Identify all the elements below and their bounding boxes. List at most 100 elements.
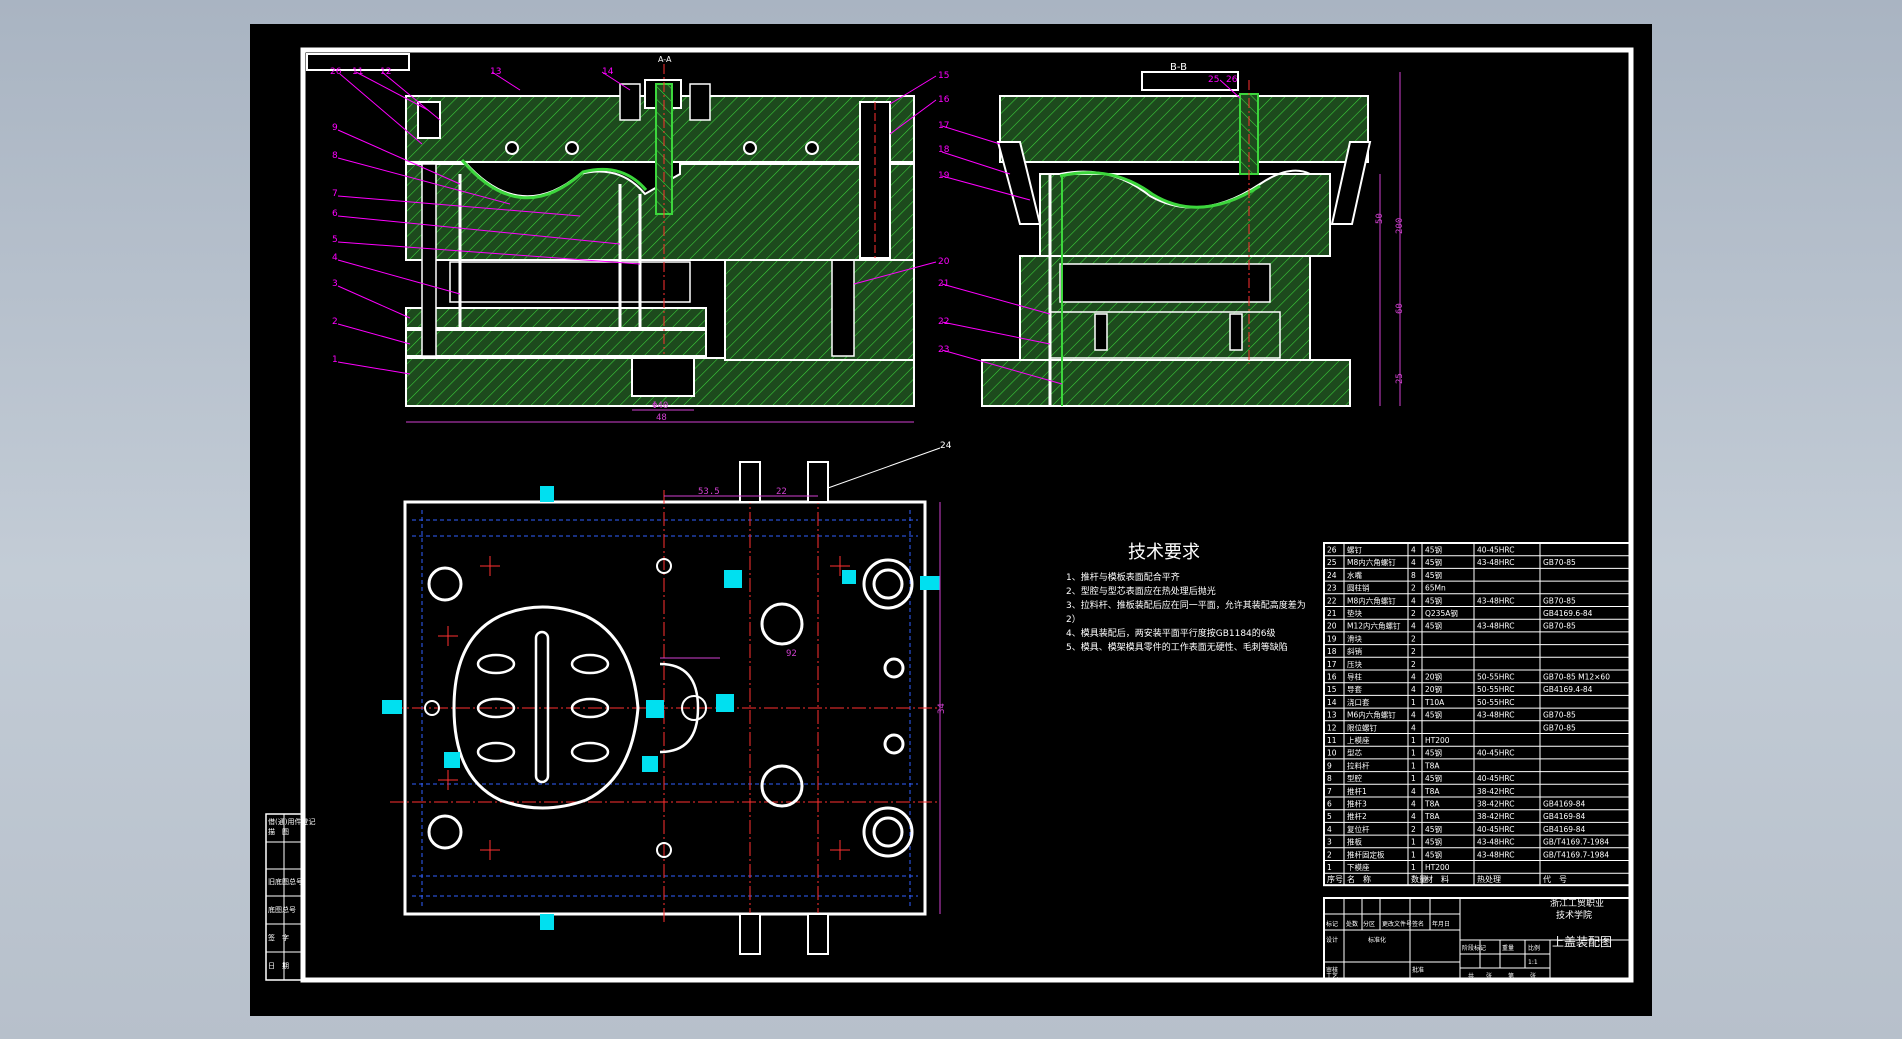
bom-cell: 12 bbox=[1327, 723, 1337, 732]
callout: 19 bbox=[938, 171, 950, 181]
bom-cell: GB/T4169.7-1984 bbox=[1543, 838, 1609, 847]
bom-cell: 16 bbox=[1327, 673, 1337, 682]
tb-label: 工艺 bbox=[1326, 972, 1338, 980]
tech-req-item: 2、型腔与型芯表面应在热处理后抛光 bbox=[1066, 585, 1216, 597]
bom-cell: GB70-85 M12×60 bbox=[1543, 673, 1610, 682]
bom-cell: 1 bbox=[1411, 736, 1416, 745]
dim-label: 48 bbox=[656, 413, 667, 423]
dim-label: 50 bbox=[1375, 213, 1385, 224]
bom-cell: 限位螺钉 bbox=[1347, 722, 1377, 732]
bom-cell: 4 bbox=[1411, 787, 1416, 796]
bom-cell: 45钢 bbox=[1425, 837, 1442, 847]
callout: 16 bbox=[938, 95, 950, 105]
strip-label: 签 字 bbox=[268, 933, 289, 942]
tb-label: 标准化 bbox=[1368, 936, 1386, 944]
bom-cell: 19 bbox=[1327, 634, 1337, 643]
dim-label: 34 bbox=[937, 703, 947, 714]
bom-cell: 推杆固定板 bbox=[1347, 849, 1385, 859]
bom-cell: 17 bbox=[1327, 660, 1337, 669]
bom-header-cell: 热处理 bbox=[1477, 874, 1501, 884]
bom-cell: 21 bbox=[1327, 609, 1337, 618]
bom-cell: Q235A钢 bbox=[1425, 608, 1458, 618]
callout: 6 bbox=[332, 209, 338, 219]
section-b-label: B-B bbox=[1170, 62, 1187, 73]
bom-cell: 4 bbox=[1411, 546, 1416, 555]
bom-cell: GB70-85 bbox=[1543, 558, 1576, 567]
bom-cell: 型芯 bbox=[1347, 748, 1363, 758]
tb-label: 比例 bbox=[1528, 944, 1540, 952]
bom-cell: 斜销 bbox=[1347, 646, 1363, 656]
bom-cell: 浇口套 bbox=[1347, 697, 1370, 707]
bom-cell: GB4169.4-84 bbox=[1543, 685, 1593, 694]
bom-frame bbox=[1323, 542, 1632, 887]
bom-cell: 45钢 bbox=[1425, 595, 1442, 605]
tb-label: 分区 bbox=[1363, 920, 1375, 928]
bom-header-cell: 数量 bbox=[1411, 874, 1427, 884]
bom-cell: 4 bbox=[1411, 812, 1416, 821]
callout: 26 bbox=[330, 67, 342, 77]
bom-cell: 45钢 bbox=[1425, 557, 1442, 567]
tech-req-item: 1、推杆与模板表面配合平齐 bbox=[1066, 571, 1180, 583]
left-registration-strip: 借(通)用件登记 描 图 旧底图总号 底图总号 签 字 日 期 bbox=[265, 813, 315, 981]
bom-cell: 3 bbox=[1327, 838, 1332, 847]
bom-cell: 推杆2 bbox=[1347, 811, 1367, 821]
bom-cell: 38-42HRC bbox=[1477, 800, 1515, 809]
bom-cell: 20钢 bbox=[1425, 684, 1442, 694]
bom-cell: M8内六角螺钉 bbox=[1347, 557, 1396, 567]
bom-cell: 1 bbox=[1411, 838, 1416, 847]
bom-cell: 上模座 bbox=[1347, 735, 1370, 745]
part-numbers-b-b: 17 18 19 21 22 23 25 26 bbox=[938, 75, 1238, 355]
tech-req-item: 2） bbox=[1066, 614, 1081, 625]
tb-label: 重量 bbox=[1502, 944, 1514, 952]
bom-cell: 压块 bbox=[1347, 659, 1363, 669]
strip-label: 日 期 bbox=[268, 962, 289, 970]
bom-cell: 50-55HRC bbox=[1477, 685, 1515, 694]
callout: 15 bbox=[938, 71, 949, 81]
dim-label: 25 bbox=[1395, 373, 1405, 384]
bom-cell: 拉料杆 bbox=[1347, 760, 1370, 770]
bom-cell: 40-45HRC bbox=[1477, 774, 1515, 783]
callout: 18 bbox=[938, 145, 950, 155]
dim-label: 22 bbox=[776, 487, 787, 497]
callout: 11 bbox=[352, 67, 363, 77]
bom-cell: GB4169-84 bbox=[1543, 812, 1586, 821]
bom-cell: 40-45HRC bbox=[1477, 749, 1515, 758]
bom-cell: T8A bbox=[1424, 787, 1440, 796]
part-numbers-a-a: 26 11 12 13 14 9 8 7 6 5 4 3 2 1 15 16 2… bbox=[330, 67, 950, 365]
dim-label: 200 bbox=[1395, 218, 1405, 234]
tb-label: 审核 bbox=[1326, 966, 1338, 974]
bom-header-cell: 材 料 bbox=[1425, 874, 1449, 884]
strip-label: 借(通)用件登记 bbox=[268, 817, 315, 826]
bom-cell: 22 bbox=[1327, 596, 1337, 605]
bom-cell: 38-42HRC bbox=[1477, 787, 1515, 796]
bom-cell: 下模座 bbox=[1347, 862, 1370, 872]
tb-label: 张 bbox=[1530, 972, 1536, 980]
dim-label: 92 bbox=[786, 649, 797, 659]
plan-view: 53.5 22 92 34 24 bbox=[382, 441, 952, 955]
bom-cell: 45钢 bbox=[1425, 621, 1442, 631]
bom-cell: 1 bbox=[1411, 698, 1416, 707]
tb-label: 处数 bbox=[1346, 920, 1358, 928]
callout: 13 bbox=[490, 67, 501, 77]
callout: 12 bbox=[380, 67, 391, 77]
bom-cell: 1 bbox=[1411, 749, 1416, 758]
bom-cell: 4 bbox=[1411, 622, 1416, 631]
bom-cell: 圆柱销 bbox=[1347, 583, 1370, 593]
bom-cell: T8A bbox=[1424, 812, 1440, 821]
bom-cell: 4 bbox=[1411, 711, 1416, 720]
bom-cell: 14 bbox=[1327, 698, 1337, 707]
bom-cell: 2 bbox=[1411, 609, 1416, 618]
drawing-sheet: 借(通)用件登记 描 图 旧底图总号 底图总号 签 字 日 期 A-A bbox=[250, 24, 1652, 1016]
bom-cell: 4 bbox=[1411, 558, 1416, 567]
tb-label: 更改文件号 bbox=[1382, 920, 1412, 928]
callout: 2 bbox=[332, 317, 338, 327]
school-name-2: 技术学院 bbox=[1556, 909, 1592, 921]
bom-cell: 导套 bbox=[1347, 684, 1363, 694]
bom-cell: 4 bbox=[1411, 723, 1416, 732]
callout: 20 bbox=[938, 257, 950, 267]
bom-cell: 45钢 bbox=[1425, 773, 1442, 783]
tb-label: 签名 bbox=[1412, 920, 1424, 928]
callout: 14 bbox=[602, 67, 614, 77]
bom-cell: GB4169.6-84 bbox=[1543, 609, 1593, 618]
bom-cell: 2 bbox=[1411, 634, 1416, 643]
